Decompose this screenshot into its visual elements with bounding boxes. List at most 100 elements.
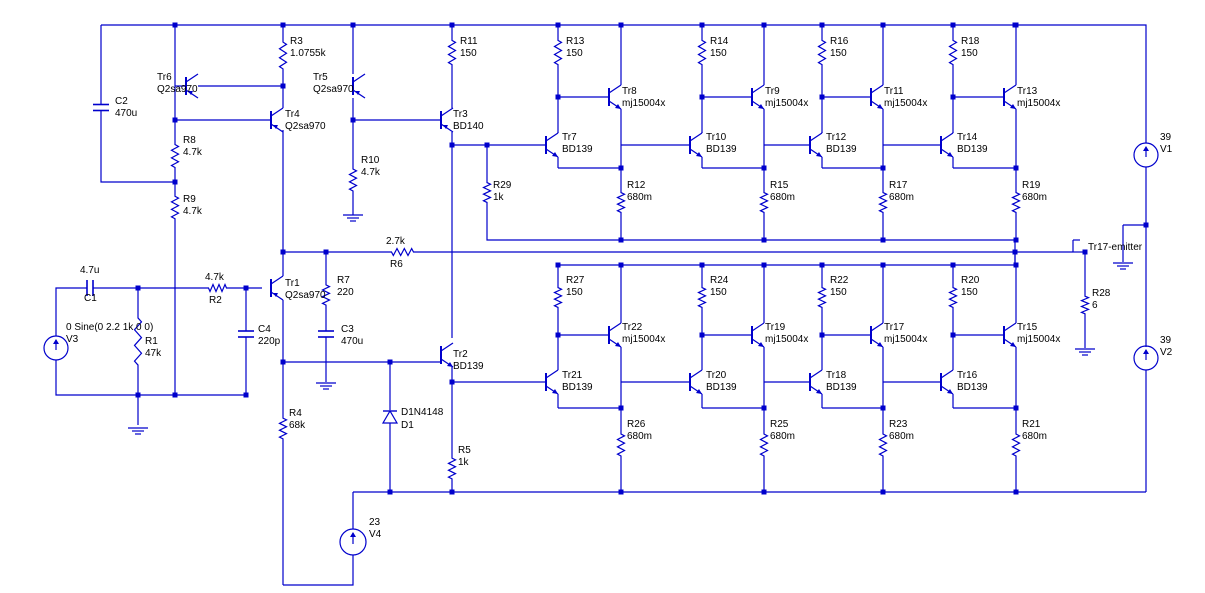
resistor-ref: R20 bbox=[961, 275, 980, 286]
resistor-ref: R1 bbox=[145, 336, 158, 347]
junction-dot bbox=[618, 405, 624, 411]
transistor-collector bbox=[352, 73, 366, 83]
junction-dot bbox=[1013, 262, 1019, 268]
junction-dot bbox=[880, 165, 886, 171]
resistor-ref: R13 bbox=[566, 36, 585, 47]
resistor-value: 150 bbox=[961, 287, 978, 298]
resistor-ref: R5 bbox=[458, 445, 471, 456]
junction-dot bbox=[350, 22, 356, 28]
capacitor-value: 470u bbox=[341, 336, 363, 347]
junction-dot bbox=[618, 262, 624, 268]
wire bbox=[486, 215, 1015, 241]
resistor-symbol bbox=[616, 180, 626, 225]
junction-dot bbox=[1013, 237, 1019, 243]
resistor-symbol bbox=[133, 288, 143, 395]
transistor-model: mj15004x bbox=[622, 98, 665, 109]
resistor-value: 2.7k bbox=[386, 236, 406, 247]
transistor-model: BD139 bbox=[562, 382, 593, 393]
resistor-symbol bbox=[278, 25, 288, 86]
transistor-arrow bbox=[758, 104, 764, 109]
junction-dot bbox=[449, 379, 455, 385]
junction-dot bbox=[1012, 249, 1018, 255]
voltage-source-circle bbox=[1133, 142, 1159, 168]
resistor-symbol bbox=[878, 180, 888, 225]
transistor-ref: Tr15 bbox=[1017, 322, 1038, 333]
transistor-arrow bbox=[947, 152, 953, 157]
transistor-collector bbox=[608, 84, 622, 94]
transistor-arrow bbox=[447, 362, 453, 367]
transistor-collector bbox=[1003, 84, 1017, 94]
transistor-collector bbox=[870, 322, 884, 332]
transistor-arrow bbox=[816, 389, 822, 394]
transistor-model: Q2sa970 bbox=[313, 84, 354, 95]
junction-dot bbox=[819, 22, 825, 28]
transistor-collector bbox=[809, 369, 823, 379]
resistor-symbol bbox=[878, 420, 888, 470]
transistor-arrow bbox=[443, 125, 448, 129]
resistor-ref: R19 bbox=[1022, 180, 1041, 191]
resistor-value: 150 bbox=[710, 287, 727, 298]
resistor-symbol bbox=[697, 275, 707, 320]
transistor-model: BD139 bbox=[562, 144, 593, 155]
source-ref: V1 bbox=[1160, 144, 1173, 155]
transistor-model: BD139 bbox=[826, 144, 857, 155]
wire bbox=[100, 125, 175, 183]
resistor-symbol bbox=[482, 170, 492, 215]
junction-dot bbox=[761, 489, 767, 495]
resistor-ref: R6 bbox=[390, 259, 403, 270]
transistor-ref: Tr21 bbox=[562, 370, 583, 381]
resistor-ref: R8 bbox=[183, 135, 196, 146]
resistor-value: 680m bbox=[889, 192, 914, 203]
resistor-ref: R17 bbox=[889, 180, 908, 191]
capacitor-value: 470u bbox=[115, 108, 137, 119]
source-ref: V2 bbox=[1160, 347, 1173, 358]
resistor-symbol bbox=[817, 25, 827, 80]
source-value: 23 bbox=[369, 517, 381, 528]
wire bbox=[283, 555, 354, 586]
junction-dot bbox=[280, 249, 286, 255]
transistor-model: BD139 bbox=[957, 144, 988, 155]
resistor-ref: R29 bbox=[493, 180, 512, 191]
resistor-symbol bbox=[948, 25, 958, 80]
junction-dot bbox=[280, 83, 286, 89]
junction-dot bbox=[1082, 249, 1088, 255]
transistor-arrow bbox=[273, 293, 278, 297]
resistor-symbol bbox=[948, 275, 958, 320]
junction-dot bbox=[880, 489, 886, 495]
wires bbox=[55, 24, 1147, 586]
resistor-symbol bbox=[759, 180, 769, 225]
transistor-emitter bbox=[270, 291, 284, 301]
junction-dot bbox=[950, 94, 956, 100]
resistor-value: 150 bbox=[830, 287, 847, 298]
resistor-value: 680m bbox=[627, 431, 652, 442]
voltage-source-circle bbox=[339, 528, 367, 556]
resistor-ref: R22 bbox=[830, 275, 849, 286]
transistor-ref: Tr17 bbox=[884, 322, 905, 333]
transistor-collector bbox=[545, 132, 559, 142]
junction-dot bbox=[618, 237, 624, 243]
transistor-emitter bbox=[352, 89, 366, 99]
resistor-value: 150 bbox=[460, 48, 477, 59]
transistor-emitter bbox=[185, 89, 199, 99]
transistor-arrow bbox=[188, 91, 193, 95]
capacitor-ref: C2 bbox=[115, 96, 128, 107]
transistor-collector bbox=[608, 322, 622, 332]
source-value: 39 bbox=[1160, 132, 1172, 143]
transistor-ref: Tr19 bbox=[765, 322, 786, 333]
voltage-source-arrowhead bbox=[53, 339, 59, 344]
junction-dot bbox=[819, 94, 825, 100]
junction-dot bbox=[880, 262, 886, 268]
transistor-model: BD139 bbox=[453, 361, 484, 372]
transistor-collector bbox=[440, 342, 454, 352]
resistor-ref: R18 bbox=[961, 36, 980, 47]
transistor-arrow bbox=[877, 104, 883, 109]
resistor-symbol bbox=[1011, 420, 1021, 470]
resistor-ref: R12 bbox=[627, 180, 646, 191]
junction-dot bbox=[484, 142, 490, 148]
transistor-collector bbox=[689, 132, 703, 142]
resistor-value: 150 bbox=[566, 287, 583, 298]
resistor-ref: R23 bbox=[889, 419, 908, 430]
transistor-ref: Tr9 bbox=[765, 86, 780, 97]
junction-dot bbox=[1143, 222, 1149, 228]
transistor-model: Q2sa970 bbox=[285, 290, 326, 301]
